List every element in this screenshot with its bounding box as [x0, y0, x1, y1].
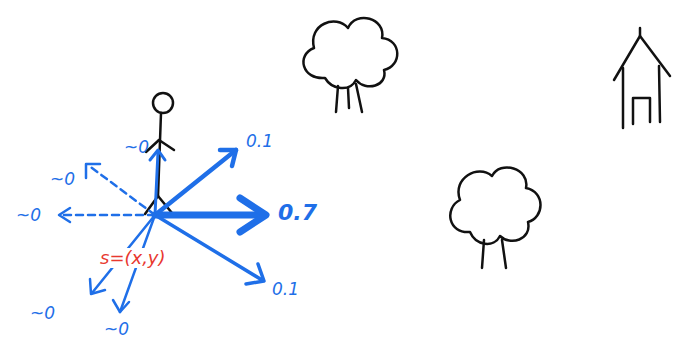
state-label: s=(x,y): [98, 248, 168, 268]
probability-label: ~0: [124, 138, 149, 157]
probability-label: 0.1: [246, 132, 273, 151]
probability-label: ~0: [50, 170, 75, 189]
tree: [303, 18, 397, 112]
tree: [450, 167, 540, 268]
probability-label: 0.1: [272, 280, 299, 299]
action-arrows: [59, 150, 266, 312]
probability-label: ~0: [104, 320, 129, 339]
stick-figure: [145, 93, 174, 214]
probability-label: ~0: [30, 304, 55, 323]
house: [614, 28, 670, 128]
probability-label: ~0: [16, 206, 41, 225]
probability-label: 0.7: [278, 201, 317, 225]
